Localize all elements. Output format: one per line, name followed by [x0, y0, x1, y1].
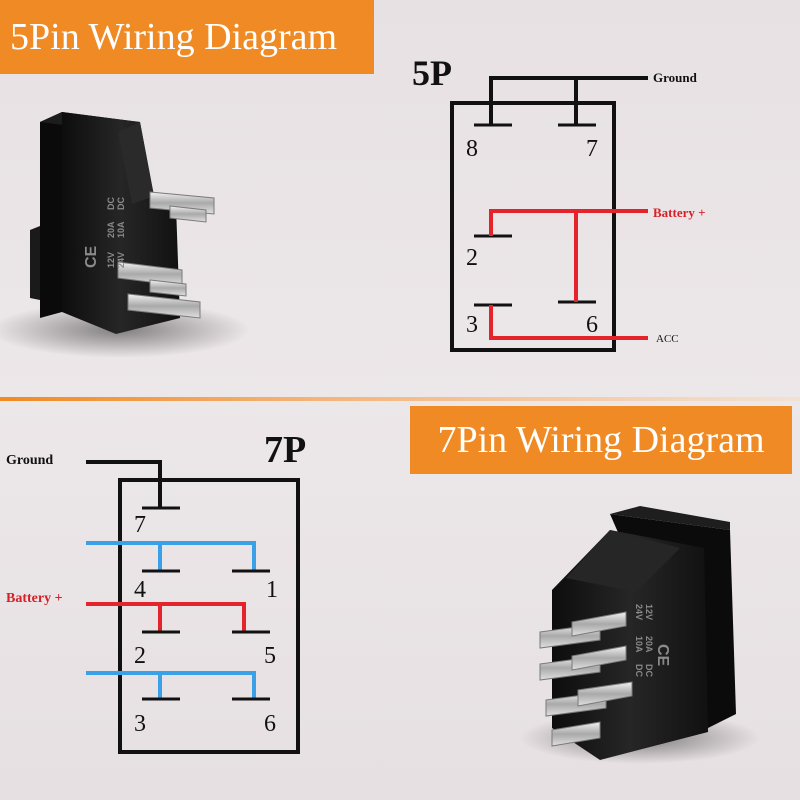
- diagram-5pin-battery-label: Battery +: [653, 205, 706, 220]
- diagram-7pin-housing: [118, 478, 300, 754]
- switch-5pin-dc-b: DC: [116, 197, 126, 210]
- diagram-7pin-pin-7: 7: [134, 512, 146, 538]
- diagram-7pin-blue-wire-top: [86, 541, 256, 570]
- switch-5pin-dc-a: DC: [106, 197, 116, 210]
- diagram-7pin-code: 7P: [264, 429, 306, 471]
- diagram-5pin-code: 5P: [412, 53, 452, 93]
- diagram-5pin-ground-wire: [489, 76, 648, 124]
- diagram-5pin-pin-8: 8: [466, 136, 478, 162]
- switch-5pin-ce-mark: CE: [83, 245, 100, 268]
- diagram-5pin-pin-3: 3: [466, 312, 478, 338]
- switch-5pin-volt-b: 24V: [116, 252, 126, 268]
- switch-7pin-ce-mark: CE: [654, 644, 671, 667]
- diagram-7pin-ground-wire: [86, 460, 162, 508]
- switch-7pin-dc-a: DC: [644, 664, 654, 677]
- diagram-7pin-battery-label: Battery +: [6, 591, 63, 606]
- banner-5pin-title: 5Pin Wiring Diagram: [10, 16, 338, 58]
- switch-5pin-amp-b: 10A: [116, 221, 126, 238]
- diagram-5pin: 5P 8 7 2 3 6 G: [412, 53, 706, 352]
- diagram-7pin: 7P 7 4: [6, 429, 306, 754]
- switch-7pin-volt-b: 24V: [634, 604, 644, 620]
- banner-7pin-title: 7Pin Wiring Diagram: [437, 419, 765, 461]
- diagram-5pin-pin-6: 6: [586, 312, 598, 338]
- switch-7pin-amp-a: 20A: [644, 636, 654, 653]
- rocker-switch-5pin-image: CE 12V 24V 20A 10A DC DC: [0, 112, 250, 358]
- rocker-switch-5pin-terminals: [117, 191, 215, 319]
- diagram-7pin-pin-4: 4: [134, 577, 146, 603]
- diagram-5pin-housing: [450, 101, 616, 352]
- rocker-switch-7pin-terminals: [539, 611, 633, 747]
- rocker-switch-7pin-image: 12V 24V 20A 10A DC DC CE: [520, 506, 760, 764]
- diagram-7pin-pin-2: 2: [134, 643, 146, 669]
- switch-7pin-dc-b: DC: [634, 664, 644, 677]
- diagram-7pin-pin-5: 5: [264, 643, 276, 669]
- banner-5pin-wiring-diagram: 5Pin Wiring Diagram: [0, 0, 374, 74]
- diagram-7pin-blue-wire-bottom: [86, 671, 256, 698]
- diagram-7pin-pin-6: 6: [264, 711, 276, 737]
- switch-5pin-amp-a: 20A: [106, 221, 116, 238]
- diagram-7pin-battery-wire: [86, 602, 246, 632]
- switch-5pin-volt-a: 12V: [106, 252, 116, 268]
- diagram-5pin-pin-7: 7: [586, 136, 598, 162]
- diagram-7pin-contacts: [142, 506, 270, 701]
- switch-7pin-volt-a: 12V: [644, 604, 654, 620]
- diagram-5pin-battery-wire: [489, 209, 648, 302]
- diagram-5pin-acc-wire: [489, 305, 648, 340]
- banner-7pin-wiring-diagram: 7Pin Wiring Diagram: [410, 406, 792, 474]
- diagram-7pin-ground-label: Ground: [6, 453, 53, 468]
- switch-7pin-amp-b: 10A: [634, 636, 644, 653]
- diagram-5pin-ground-label: Ground: [653, 70, 698, 85]
- diagram-7pin-pin-3: 3: [134, 711, 146, 737]
- section-divider: [0, 397, 800, 401]
- diagram-5pin-acc-label: ACC: [656, 333, 679, 345]
- diagram-5pin-pin-2: 2: [466, 245, 478, 271]
- diagram-7pin-pin-1: 1: [266, 577, 278, 603]
